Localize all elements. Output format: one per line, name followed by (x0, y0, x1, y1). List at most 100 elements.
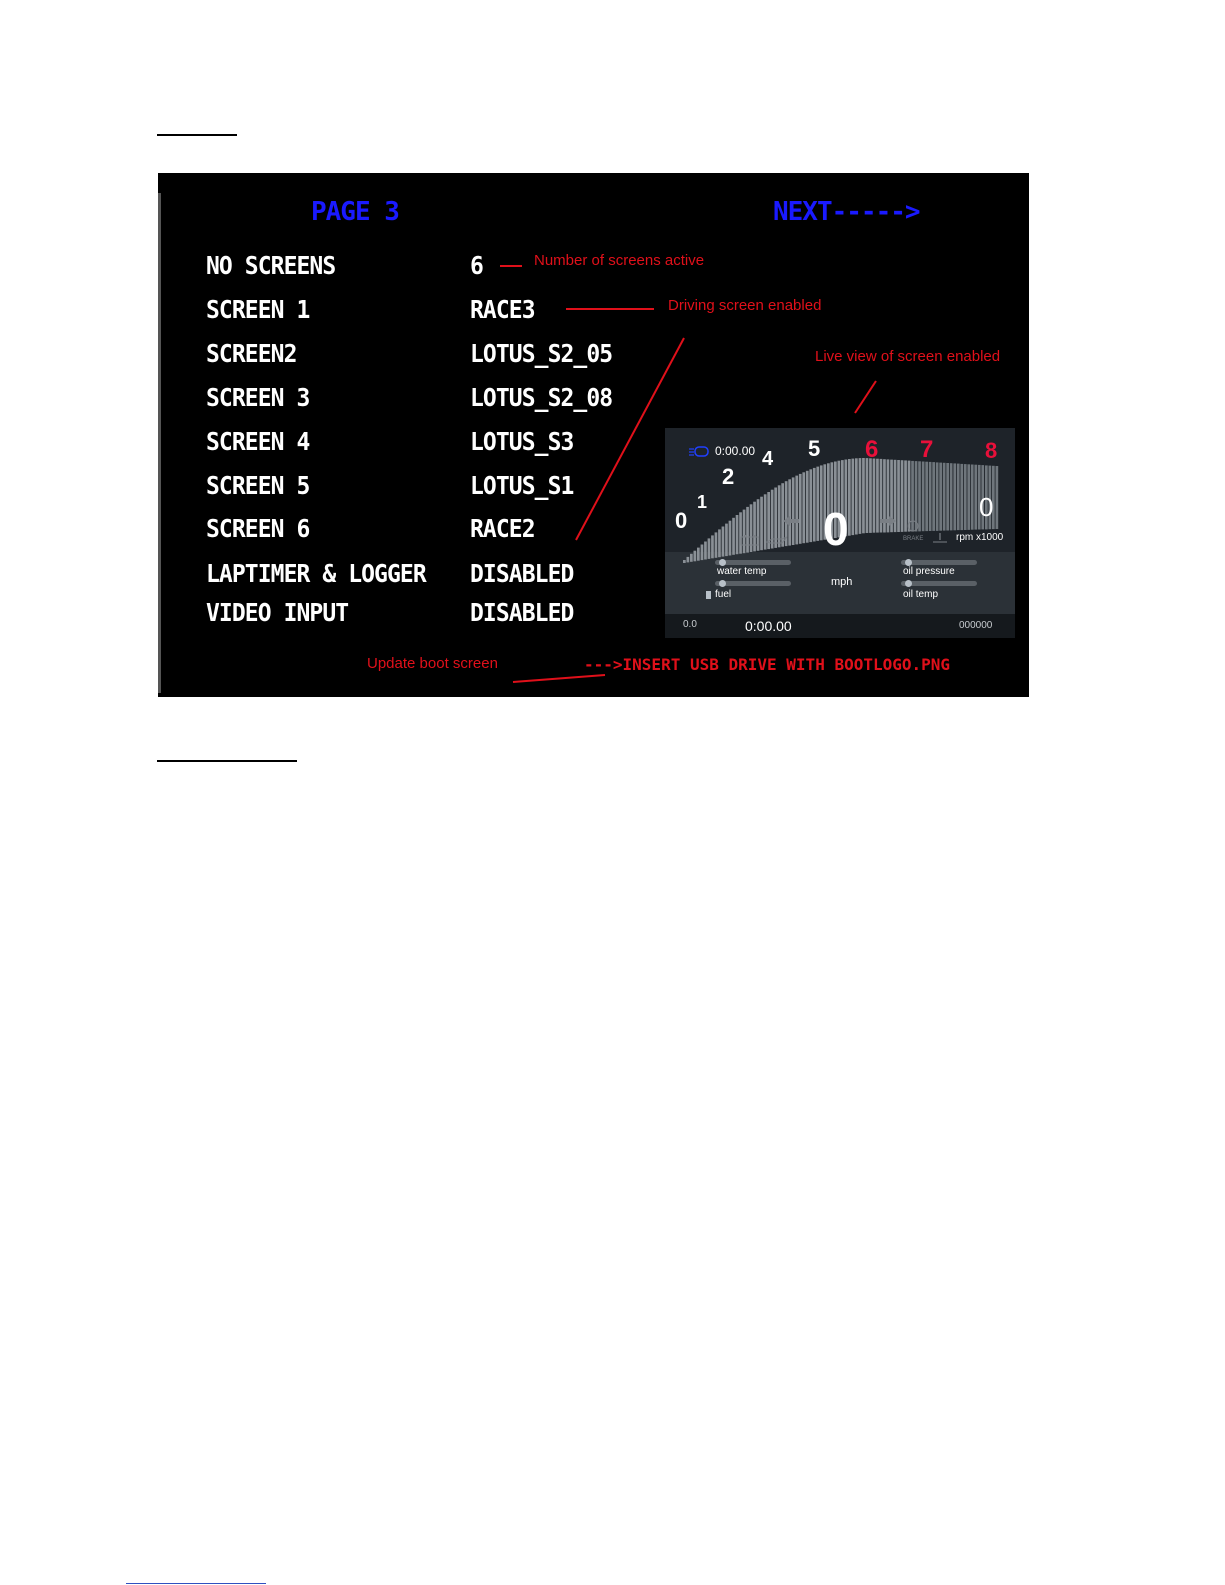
rpm-bar (942, 462, 946, 531)
rpm-scale-label: 6 (865, 436, 879, 463)
rpm-bar (700, 544, 704, 561)
rpm-bar (735, 515, 739, 555)
boot-logo-prompt[interactable]: --->INSERT USB DRIVE WITH BOOTLOGO.PNG (584, 655, 951, 674)
rpm-bar (925, 461, 928, 532)
rpm-bar (949, 463, 953, 531)
setting-label: SCREEN 3 (206, 383, 310, 412)
rpm-bar (872, 458, 876, 533)
rpm-bar-graph (683, 458, 999, 563)
rpm-bar (900, 460, 904, 532)
dash-gear: 0 (979, 492, 994, 522)
heading-underline-2 (157, 760, 297, 762)
rpm-bar (834, 461, 837, 538)
svg-text:!: ! (912, 523, 914, 530)
next-page-button[interactable]: NEXT-----> (773, 197, 921, 227)
heading-underline-1 (157, 134, 237, 136)
rpm-bar (760, 496, 763, 551)
rpm-bar (858, 458, 862, 534)
rpm-bar (855, 458, 858, 535)
rpm-bar (907, 460, 911, 532)
rpm-bar (848, 459, 851, 536)
setting-value[interactable]: LOTUS_S1 (470, 471, 574, 500)
rpm-scale-label: 7 (920, 436, 934, 463)
fuel-gauge (715, 580, 791, 587)
rpm-bar (932, 462, 935, 531)
rpm-scale-label: 0 (675, 508, 688, 533)
setting-value[interactable]: LOTUS_S3 (470, 427, 574, 456)
setting-value[interactable]: DISABLED (470, 559, 574, 588)
setting-label: SCREEN 6 (206, 514, 310, 543)
rpm-bar (819, 465, 823, 541)
annotation-boot-screen: Update boot screen (367, 655, 498, 672)
rpm-bar (904, 460, 907, 532)
annotation-driving-screen: Driving screen enabled (668, 297, 822, 314)
headlight-icon (689, 446, 709, 457)
rpm-bar (886, 459, 890, 533)
rpm-bar (798, 473, 802, 544)
rpm-bar (739, 512, 742, 554)
rpm-bar (946, 463, 949, 531)
rpm-scale-label: 5 (808, 436, 821, 461)
rpm-bar (970, 464, 974, 530)
brake-icon: ! (907, 520, 919, 532)
rpm-bar (992, 465, 995, 530)
rpm-bar (742, 509, 746, 554)
rpm-bar (879, 458, 883, 533)
rpm-bar (981, 465, 985, 530)
rpm-bar (749, 504, 753, 552)
rpm-bar (890, 459, 893, 533)
rpm-bar (844, 459, 848, 537)
rpm-bar (788, 479, 791, 546)
annotation-lines (500, 265, 877, 683)
water-temp-label: water temp (717, 566, 767, 577)
rpm-bar (714, 532, 718, 558)
battery-icon (740, 535, 760, 546)
rpm-bar (935, 462, 939, 531)
oil-temp-gauge (901, 580, 977, 587)
rpm-bar (883, 459, 886, 533)
rpm-bar (893, 459, 897, 533)
rpm-bar (781, 483, 784, 547)
fuel-label: fuel (715, 589, 732, 600)
annotation-live-view: Live view of screen enabled (815, 348, 1001, 365)
rpm-bar (921, 461, 925, 532)
rpm-bar (784, 481, 788, 547)
rpm-bar (809, 469, 813, 543)
coolant-warning-icon (933, 533, 947, 543)
rpm-bar (914, 461, 918, 532)
rpm-bar (995, 466, 999, 529)
setting-value[interactable]: LOTUS_S2_08 (470, 383, 613, 412)
rpm-scale-label: 8 (985, 438, 998, 463)
rpm-bar (756, 499, 760, 551)
rpm-bar (830, 462, 834, 539)
setting-value[interactable]: RACE3 (470, 295, 536, 324)
setting-label: LAPTIMER & LOGGER (206, 559, 427, 588)
rpm-bar (869, 458, 872, 533)
water-temp-gauge (715, 559, 791, 566)
page-title: PAGE 3 (311, 197, 400, 227)
rpm-bar (841, 460, 844, 537)
rpm-bar (721, 526, 725, 557)
rpm-bar (753, 501, 756, 552)
rpm-bar (683, 560, 686, 563)
speed-unit-label: mph (831, 576, 853, 588)
trip-readout: 0.0 (683, 619, 697, 630)
rpm-bar (897, 460, 900, 532)
odometer-readout: 000000 (959, 620, 993, 631)
setting-value[interactable]: 6 (470, 251, 484, 280)
rpm-scale-label: 4 (762, 448, 774, 470)
setting-label: SCREEN 5 (206, 471, 310, 500)
right-indicator-icon (880, 516, 896, 526)
rpm-bar (767, 492, 770, 550)
setting-value[interactable]: RACE2 (470, 514, 536, 543)
rpm-bar (988, 465, 992, 530)
setting-value[interactable]: LOTUS_S2_05 (470, 339, 613, 368)
rpm-bar (777, 485, 781, 548)
setting-label: SCREEN2 (206, 339, 297, 368)
oil-pressure-label: oil pressure (903, 566, 955, 577)
setting-value[interactable]: DISABLED (470, 598, 574, 627)
rpm-bar (795, 475, 799, 545)
rpm-bar (837, 460, 841, 538)
